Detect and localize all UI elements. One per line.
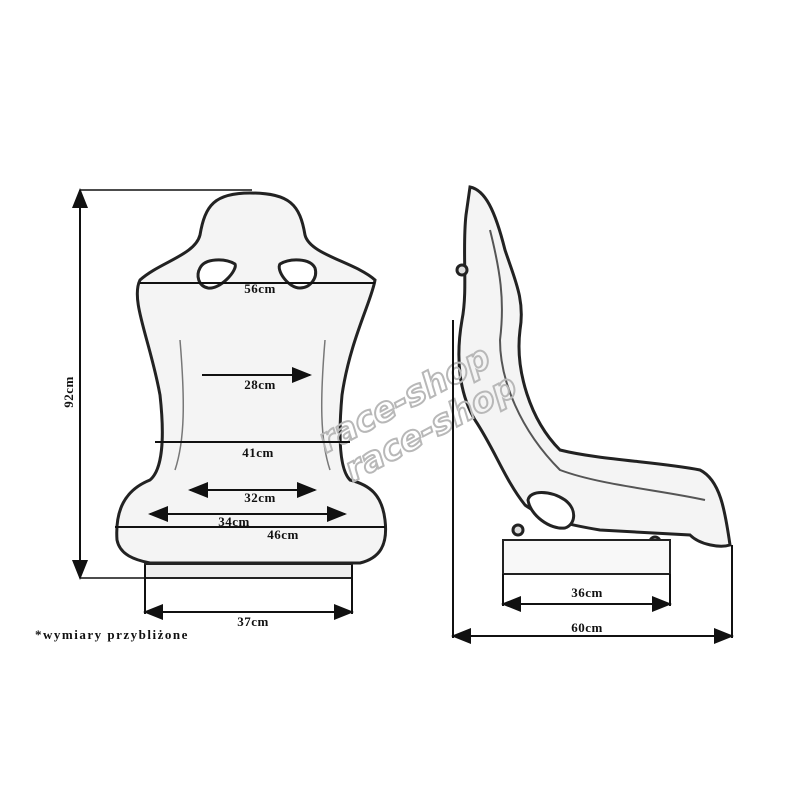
back-width-label: 28cm bbox=[244, 377, 276, 392]
front-view-seat bbox=[115, 191, 388, 579]
hip-width-label: 46cm bbox=[267, 527, 299, 542]
base-width-label: 37cm bbox=[237, 614, 269, 629]
seat-inner-label: 32cm bbox=[244, 490, 276, 505]
dimension-lines bbox=[72, 188, 734, 644]
side-base-label: 36cm bbox=[571, 585, 603, 600]
height-label: 92cm bbox=[61, 376, 76, 408]
side-view-seat bbox=[455, 185, 732, 575]
seat-width-label: 34cm bbox=[218, 514, 250, 529]
depth-label: 60cm bbox=[571, 620, 603, 635]
waist-width-label: 41cm bbox=[242, 445, 274, 460]
shoulder-width-label: 56cm bbox=[244, 281, 276, 296]
approximate-dimensions-note: *wymiary przybliżone bbox=[35, 627, 189, 642]
